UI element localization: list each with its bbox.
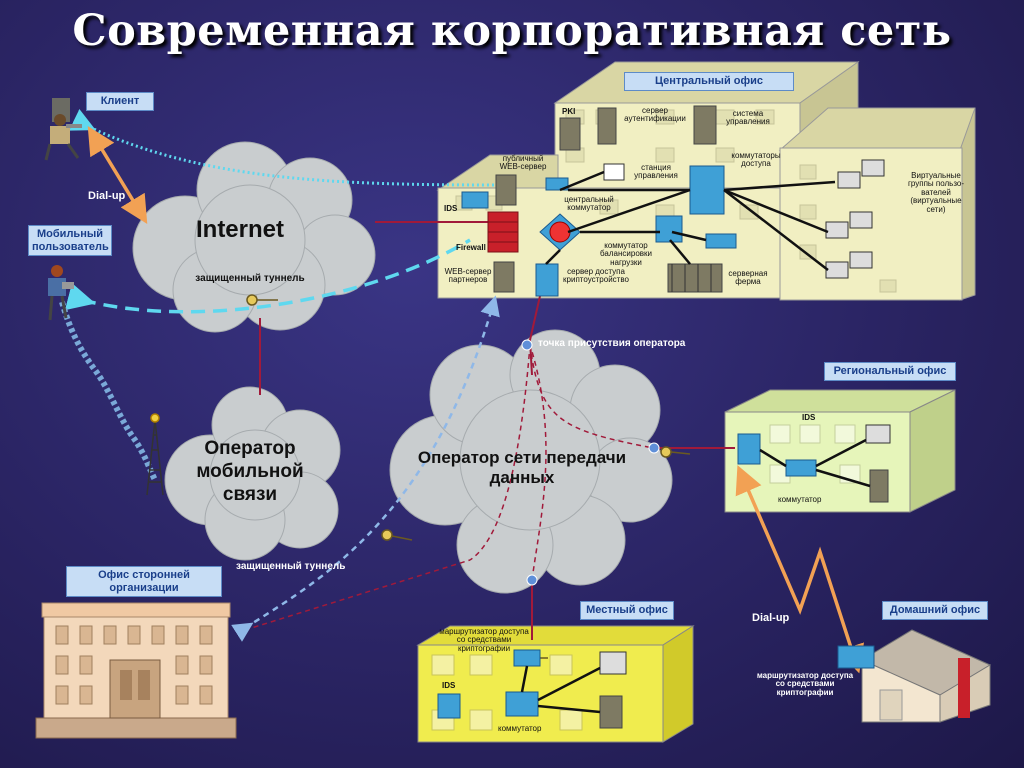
client-user-icon (44, 98, 82, 161)
central-office-label: Центральный офис (624, 72, 794, 91)
partner-web-label: WEB-сервер партнеров (444, 267, 492, 285)
pop-nodes (521, 339, 660, 586)
local-router-label: маршрутизатор доступа со средствами крип… (439, 627, 529, 653)
mobile-operator-label: Оператор мобильной связи (196, 438, 304, 505)
central-equipment (461, 105, 885, 297)
mgmt-system-label: система управления (726, 109, 770, 127)
dialup-links (87, 126, 865, 674)
server-farm-label: серверная ферма (728, 269, 768, 287)
secure-tunnel-label: защищенный туннель (195, 273, 305, 284)
page-title: Современная корпоративная сеть (72, 6, 952, 56)
wireless-link (59, 301, 158, 482)
dialup-label-2: Dial-up (752, 612, 790, 624)
secure-tunnel-label-2: защищенный туннель (236, 561, 346, 572)
client-label: Клиент (86, 92, 154, 111)
auth-server-label: сервер аутентификации (624, 106, 686, 124)
mgmt-station-icon (603, 163, 625, 181)
home-door-icon (958, 658, 970, 718)
third-party-office-label: Офис сторонней организации (66, 566, 222, 598)
mgmt-station-label: станция управления (634, 163, 678, 181)
firewall-label: Firewall (456, 243, 486, 252)
regional-office-label: Региональный офис (824, 362, 956, 381)
local-office-label: Местный офис (580, 601, 674, 620)
access-switches-label: коммутаторы доступа (731, 151, 781, 169)
mobile-user-label: Мобильный пользователь (28, 225, 112, 257)
internet-label: Internet (195, 216, 284, 243)
public-web-label: публичный WEB-сервер (499, 154, 547, 172)
third-party-office-building (35, 602, 237, 739)
regional-switch-label: коммутатор (778, 495, 822, 504)
local-equipment (437, 649, 627, 729)
regional-ids-label: IDS (802, 413, 816, 422)
home-office-label: Домашний офис (882, 601, 988, 620)
local-ids-label: IDS (442, 681, 456, 690)
pki-label: PKI (562, 107, 576, 116)
crypto-access-label: сервер доступа криптоустройство (563, 267, 629, 285)
load-balancer-label: коммутатор балансировки нагрузки (600, 241, 652, 267)
pop-label: точка присутствия оператора (538, 338, 686, 349)
local-switch-label: коммутатор (498, 724, 542, 733)
home-router-icon (837, 645, 875, 669)
data-operator-label: Оператор сети передачи данных (417, 448, 627, 488)
mobile-user-icon (48, 265, 74, 321)
dialup-label: Dial-up (88, 190, 126, 202)
regional-equipment (737, 424, 891, 503)
home-office-building (860, 629, 992, 723)
virtual-groups-label: Виртуальные группы пользо-вателей (вирту… (907, 171, 965, 214)
home-router-label: маршрутизатор доступа со средствами крип… (756, 671, 854, 697)
central-switch-label: центральный коммутатор (564, 195, 614, 213)
ids-label: IDS (444, 204, 458, 213)
radio-tower-icon (146, 413, 164, 496)
